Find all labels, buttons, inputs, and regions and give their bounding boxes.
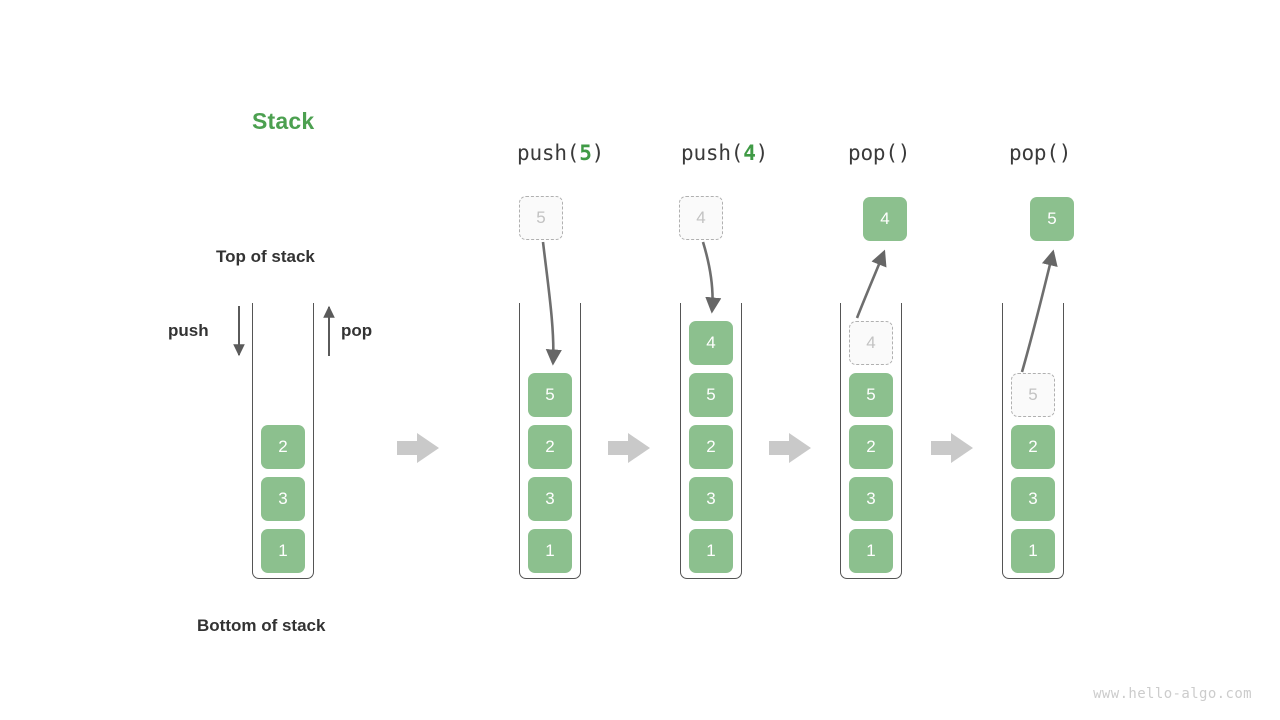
push-label: push	[168, 321, 209, 340]
stack-cell: 2	[689, 425, 733, 469]
stack-cell: 2	[1011, 425, 1055, 469]
op-suffix: )	[1058, 141, 1072, 165]
page-title: Stack	[252, 108, 315, 134]
operation-label-push-4: push(4)	[681, 141, 768, 165]
op-prefix: pop(	[848, 141, 898, 165]
op-prefix: pop(	[1009, 141, 1059, 165]
stack-cell: 1	[849, 529, 893, 573]
transition-arrow	[931, 433, 973, 463]
stack-cell: 1	[261, 529, 305, 573]
op-prefix: push(	[517, 141, 580, 165]
push-4-motion-arrow	[701, 241, 722, 314]
stack-cell: 2	[849, 425, 893, 469]
floating-popped-cell: 4	[863, 197, 907, 241]
stack-cell: 4	[689, 321, 733, 365]
floating-ghost-cell: 5	[519, 196, 563, 240]
pop-label: pop	[341, 321, 373, 340]
op-suffix: )	[755, 141, 769, 165]
stack-cell: 3	[689, 477, 733, 521]
op-argument: 4	[743, 141, 756, 165]
floating-ghost-cell: 4	[679, 196, 723, 240]
operation-label-push-5: push(5)	[517, 141, 604, 165]
op-suffix: )	[591, 141, 605, 165]
stack-cell: 3	[849, 477, 893, 521]
transition-arrow	[397, 433, 439, 463]
bottom-of-stack-label: Bottom of stack	[197, 616, 326, 635]
operation-label-pop-2: pop()	[1009, 141, 1071, 165]
stack-cell: 5	[689, 373, 733, 417]
stack-container-initial	[252, 303, 314, 579]
op-argument: 5	[579, 141, 592, 165]
stack-cell: 2	[261, 425, 305, 469]
stack-container-push-5	[519, 303, 581, 579]
stack-container-pop-2	[1002, 303, 1064, 579]
watermark: www.hello-algo.com	[1093, 686, 1252, 702]
stack-cell: 3	[261, 477, 305, 521]
top-of-stack-label: Top of stack	[216, 247, 315, 266]
transition-arrow	[769, 433, 811, 463]
vacated-ghost-cell: 5	[1011, 373, 1055, 417]
stack-container-push-4	[680, 303, 742, 579]
stack-cell: 2	[528, 425, 572, 469]
op-suffix: )	[897, 141, 911, 165]
stack-cell: 5	[849, 373, 893, 417]
stack-cell: 1	[528, 529, 572, 573]
stack-cell: 5	[528, 373, 572, 417]
op-prefix: push(	[681, 141, 744, 165]
operation-label-pop-1: pop()	[848, 141, 910, 165]
transition-arrow	[608, 433, 650, 463]
floating-popped-cell: 5	[1030, 197, 1074, 241]
stack-cell: 1	[689, 529, 733, 573]
stack-cell: 3	[528, 477, 572, 521]
vacated-ghost-cell: 4	[849, 321, 893, 365]
stack-cell: 1	[1011, 529, 1055, 573]
stack-cell: 3	[1011, 477, 1055, 521]
stack-container-pop-1	[840, 303, 902, 579]
